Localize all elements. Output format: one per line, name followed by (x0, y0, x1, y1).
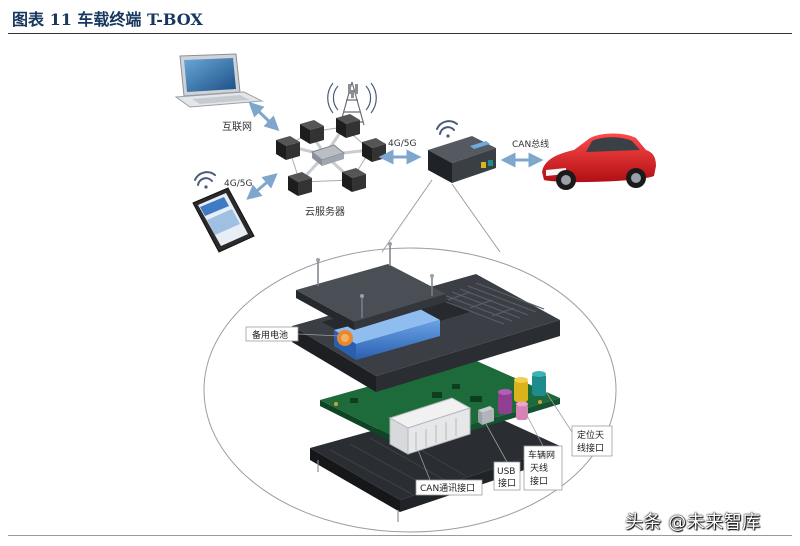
tbox-exploded-view (292, 242, 560, 522)
callout-can-port: CAN通讯接口 (415, 449, 483, 496)
wifi-icon (194, 171, 216, 189)
footer-rule (8, 535, 792, 536)
internet-arrow (248, 101, 280, 132)
figure-header: 图表 11 车载终端 T-BOX (0, 0, 800, 34)
car-icon (542, 133, 656, 190)
header-rule (8, 33, 792, 34)
internet-label: 互联网 (222, 121, 252, 133)
backup-battery-label: 备用电池 (252, 329, 288, 341)
server-icon (336, 114, 360, 138)
cloud-server-label: 云服务器 (305, 205, 345, 218)
can-connector (388, 397, 472, 455)
mobile-network-label: 4G/5G (224, 179, 252, 189)
server-icon (276, 136, 300, 160)
tbox-device-icon (428, 136, 496, 183)
can-port-label: CAN通讯接口 (420, 482, 475, 494)
vehicle-network-label-line2: 天线 (530, 462, 548, 474)
backup-battery (334, 308, 440, 360)
gnss-antenna-connector (516, 371, 546, 420)
server-icon (300, 120, 324, 144)
watermark: 头条 @未来智库 (625, 512, 761, 533)
server-icon (362, 138, 386, 162)
zoom-outline (203, 179, 617, 533)
callout-vehicle-network: 车辆网 天线 接口 (521, 405, 563, 491)
mobile-arrow (246, 173, 278, 200)
connection-arrows (246, 101, 544, 200)
callout-backup-battery: 备用电池 (245, 326, 341, 342)
vehicle-network-antenna-connector (498, 377, 528, 414)
usb-label-line1: USB (497, 467, 515, 477)
usb-label-line2: 接口 (498, 477, 516, 489)
gnss-antenna-label-line1: 定位天 (577, 429, 604, 441)
tbox-network-label: 4G/5G (388, 139, 416, 149)
cloud-server-cluster (276, 114, 386, 196)
gnss-antenna-label-line2: 线接口 (577, 442, 604, 454)
callout-usb: USB 接口 (485, 423, 521, 491)
smartphone-icon (192, 187, 255, 253)
callout-gnss-antenna: 定位天 线接口 (545, 391, 613, 457)
figure-title: 图表 11 车载终端 T-BOX (12, 10, 203, 29)
top-lid (296, 242, 446, 330)
server-icon (288, 172, 312, 196)
cell-tower-icon (327, 81, 377, 126)
vehicle-network-label-line1: 车辆网 (528, 449, 555, 461)
laptop-icon (174, 53, 264, 108)
usb-connector (478, 406, 494, 425)
can-bus-label: CAN总线 (512, 138, 549, 150)
vehicle-network-label-line3: 接口 (530, 475, 548, 487)
wifi-icon (436, 120, 458, 138)
server-icon (342, 168, 366, 192)
router-icon (310, 144, 346, 166)
